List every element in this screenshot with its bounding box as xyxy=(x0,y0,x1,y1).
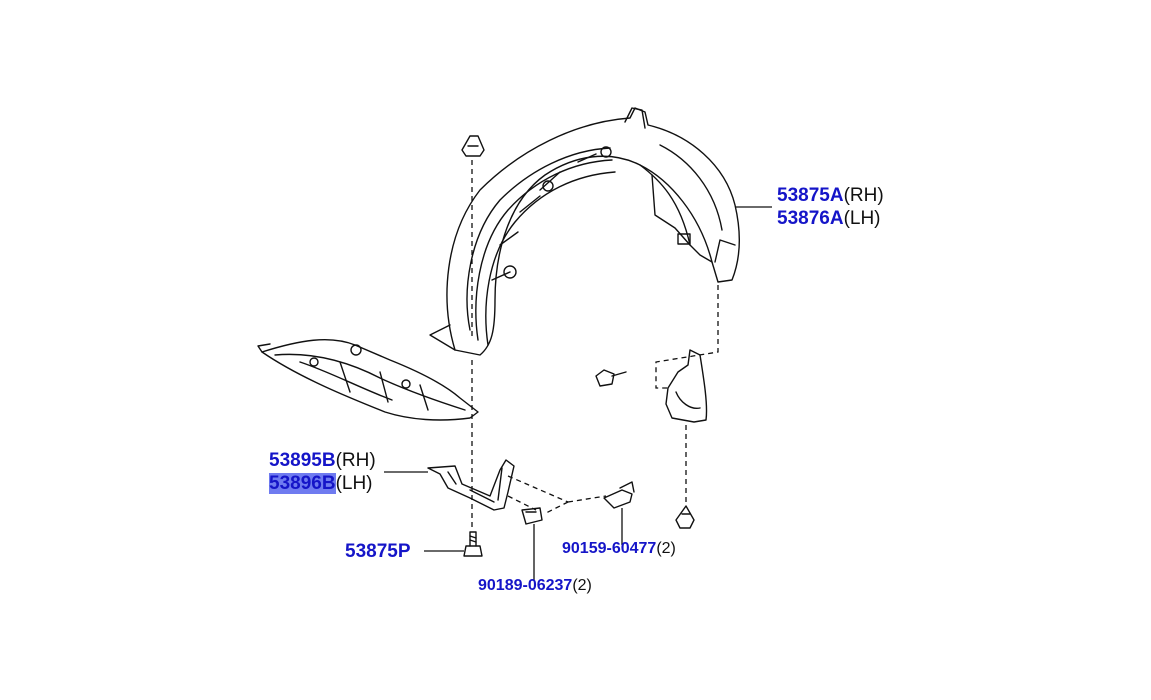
label-seal-rh: 53895B(RH) xyxy=(269,451,376,470)
assembly-lines xyxy=(471,160,719,530)
part-number: 90159-60477 xyxy=(562,540,657,557)
label-screw: 53875P xyxy=(345,542,411,561)
part-number-highlighted: 53896B xyxy=(269,473,336,494)
part-number: 53876A xyxy=(777,208,844,229)
label-clip: 90189-06237(2) xyxy=(478,578,592,594)
part-number: 53875P xyxy=(345,541,411,562)
seal-bracket-drawing xyxy=(427,459,515,511)
top-clip-drawing xyxy=(461,135,485,157)
label-seal-lh: 53896B(LH) xyxy=(269,473,373,494)
label-liner-lh: 53876A(LH) xyxy=(777,209,881,228)
part-number: 90189-06237 xyxy=(478,577,573,594)
quantity: (2) xyxy=(656,540,676,557)
part-number: 53875A xyxy=(777,185,844,206)
clip-drawing xyxy=(521,507,543,525)
label-liner-rh: 53875A(RH) xyxy=(777,186,884,205)
mud-flap-drawing xyxy=(665,349,708,423)
quantity: (2) xyxy=(572,577,592,594)
side-suffix: (RH) xyxy=(335,450,376,471)
fender-liner-drawing xyxy=(429,107,740,356)
label-bolt: 90159-60477(2) xyxy=(562,541,676,557)
side-suffix: (LH) xyxy=(843,208,881,229)
part-number: 53895B xyxy=(269,450,336,471)
side-suffix: (RH) xyxy=(843,185,884,206)
leader-lines xyxy=(384,206,772,580)
push-clip-drawing xyxy=(675,505,695,529)
liner-bolt-drawing xyxy=(595,369,627,387)
under-cover-drawing xyxy=(257,338,479,421)
screw-drawing xyxy=(463,531,483,557)
bolt-drawing xyxy=(603,481,635,509)
side-suffix: (LH) xyxy=(335,473,373,494)
